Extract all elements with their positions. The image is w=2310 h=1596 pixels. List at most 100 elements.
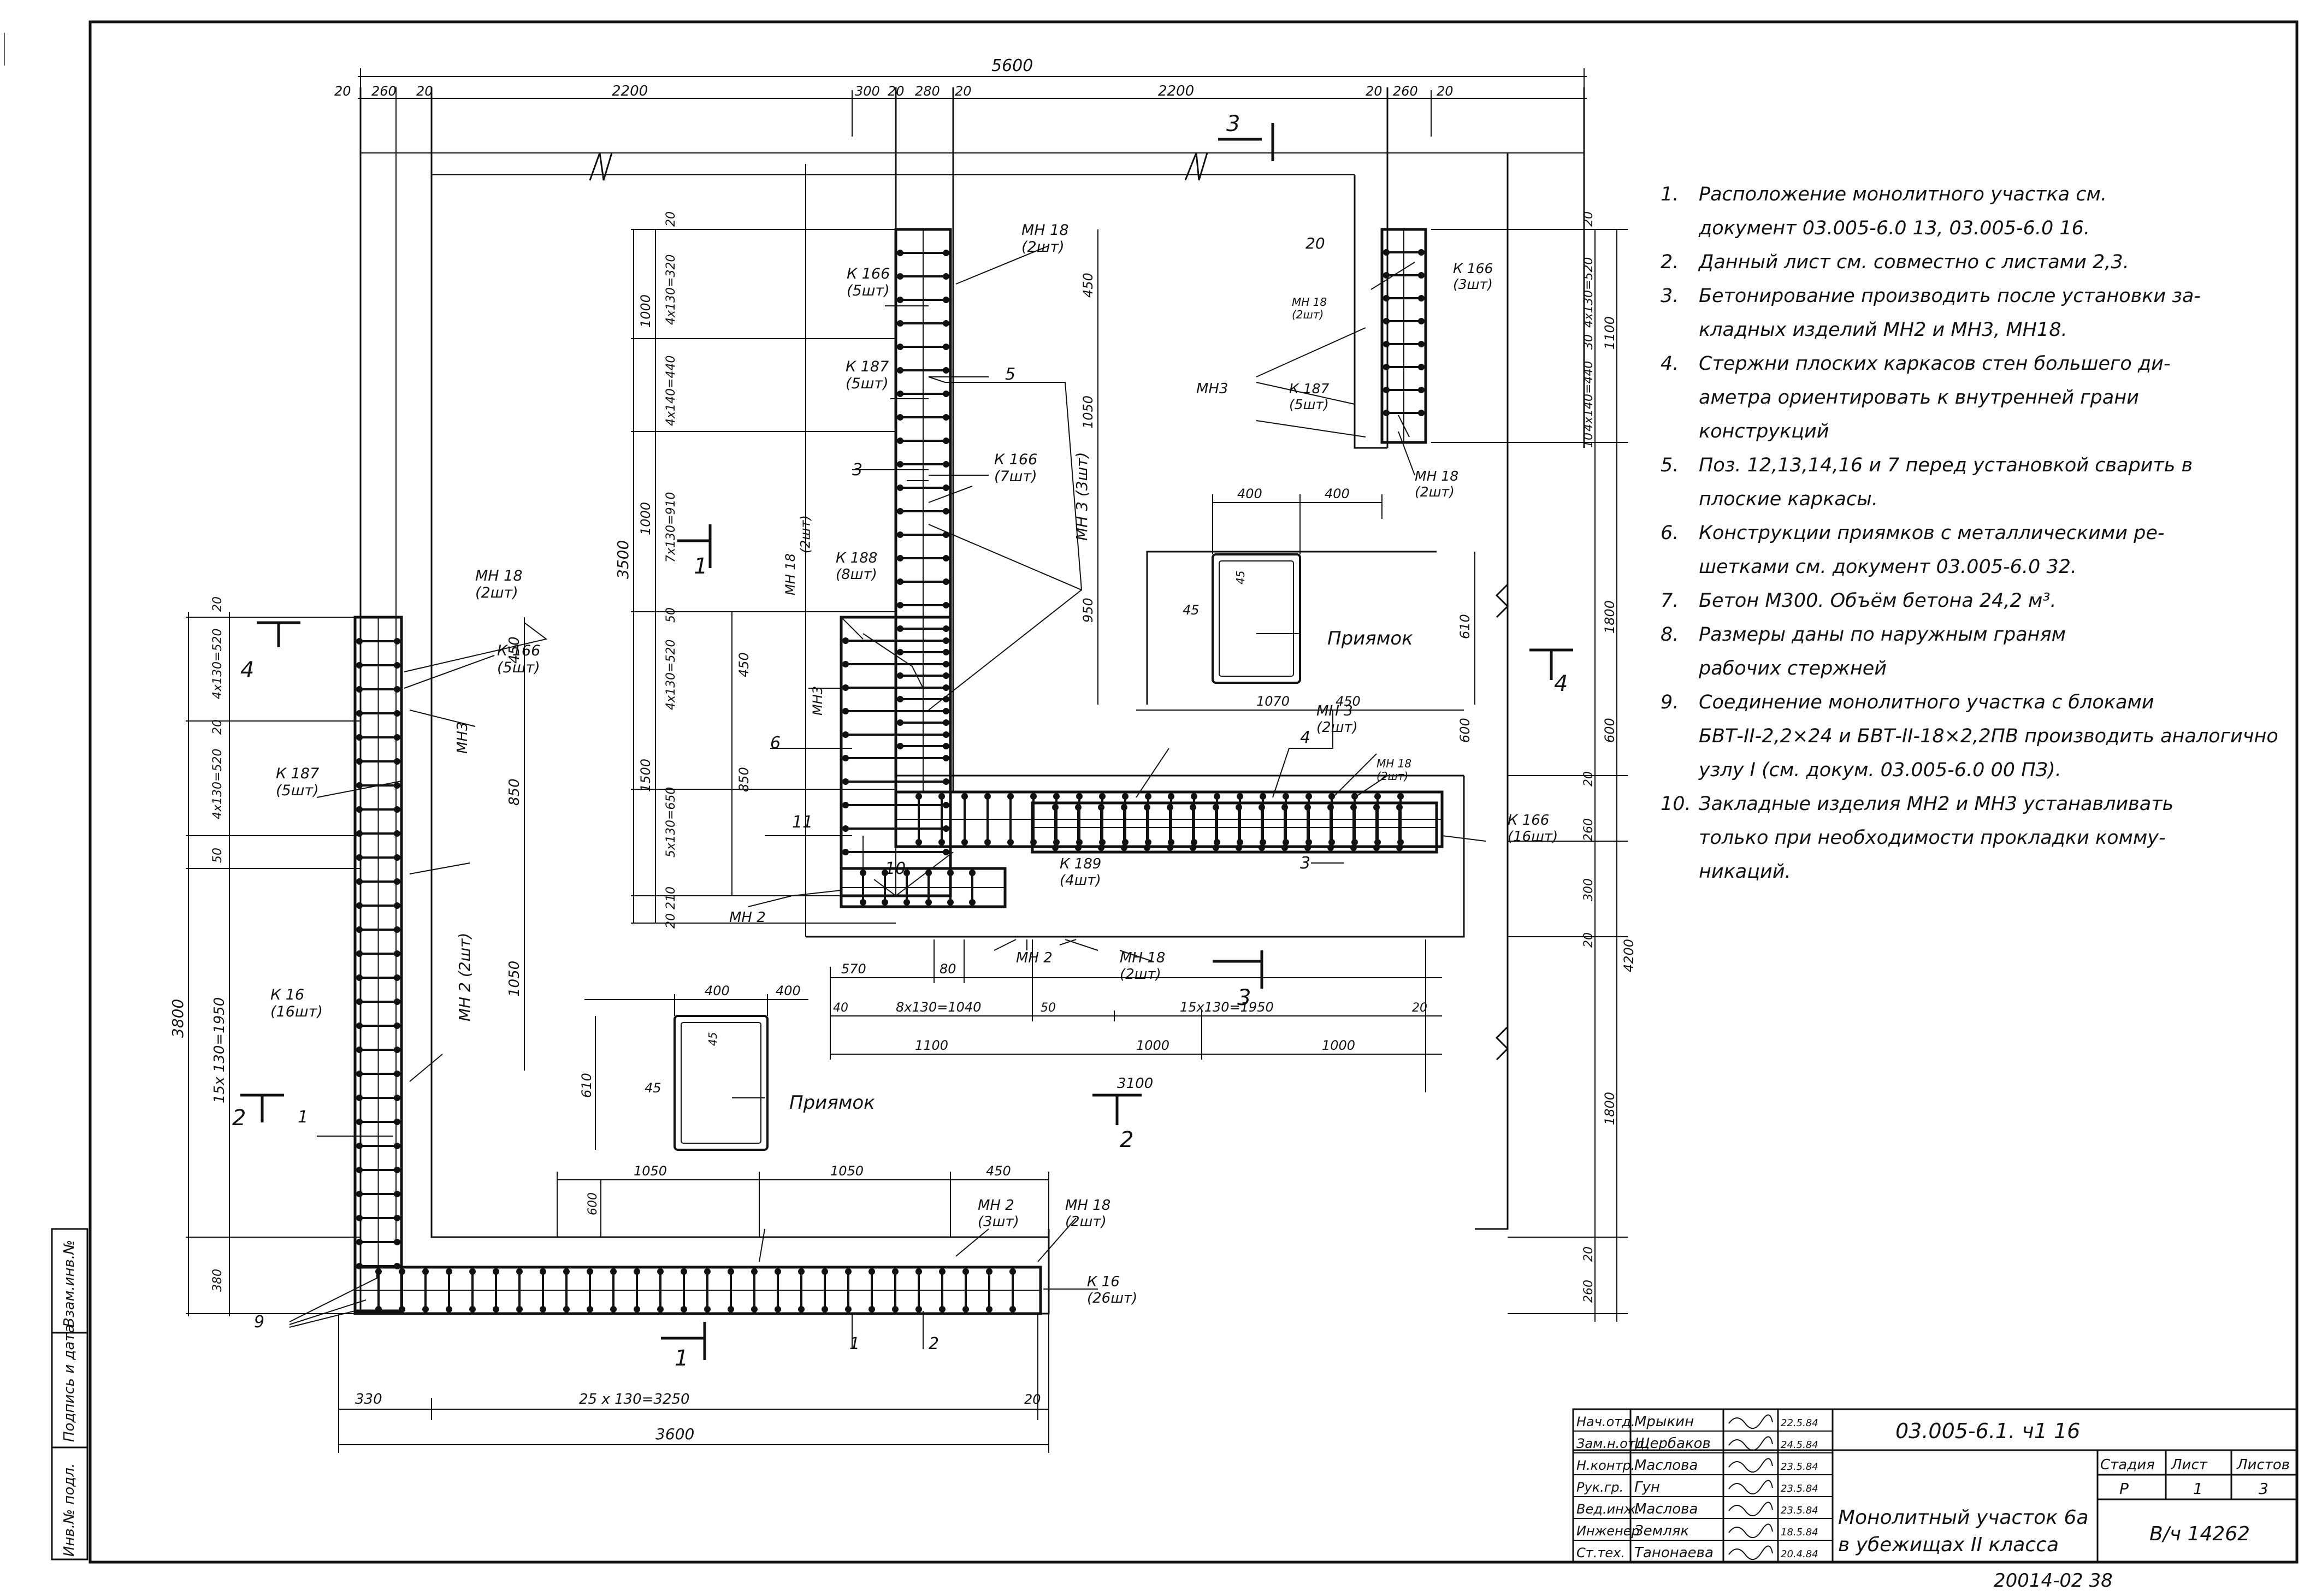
pos-3: 3 bbox=[852, 460, 862, 480]
pits bbox=[673, 553, 1301, 1151]
rebar-dot bbox=[943, 602, 949, 608]
pos-2: 2 bbox=[929, 1334, 939, 1353]
rebar-dot bbox=[897, 625, 903, 632]
dim-top-10: 260 bbox=[1393, 84, 1418, 99]
note-line: 1.Расположение монолитного участка см. bbox=[1661, 178, 2289, 211]
rebar-dot bbox=[943, 367, 949, 374]
rebar-dot bbox=[1350, 844, 1357, 851]
rebar-dot bbox=[394, 902, 400, 909]
signer-name: Танонаева bbox=[1634, 1545, 1714, 1561]
signer-date: 20.4.84 bbox=[1781, 1548, 1818, 1560]
side-label-replace: Взам.инв.№ bbox=[61, 1240, 78, 1327]
rebar-dot bbox=[969, 899, 976, 906]
rebar-dot bbox=[1418, 249, 1425, 256]
note-line: БВТ-II-2,2×24 и БВТ-II-18×2,2ПВ производ… bbox=[1661, 719, 2289, 753]
note-line: 2.Данный лист см. совместно с листами 2,… bbox=[1661, 245, 2289, 279]
dim-mid-seg-3: 4x140=440 bbox=[664, 356, 678, 426]
dim-mid-extra-1: 1050 bbox=[1080, 395, 1096, 429]
dim-mid-extra-3: 450 bbox=[736, 652, 752, 677]
dim-h-8: 1000 bbox=[1136, 1038, 1169, 1053]
rebar-dot bbox=[943, 719, 949, 726]
rebar-dot bbox=[540, 1268, 546, 1275]
rebar-dot bbox=[947, 899, 954, 906]
rebar-dot bbox=[657, 1268, 664, 1275]
rebar-dot bbox=[1383, 387, 1390, 393]
rebar-dot bbox=[897, 367, 903, 374]
note-text: никаций. bbox=[1699, 861, 1791, 883]
note-item: 1.Расположение монолитного участка см.до… bbox=[1661, 178, 2289, 245]
rebar-dot bbox=[943, 802, 949, 808]
dim-pit-e: 1070 bbox=[1256, 694, 1290, 709]
dim-top-4: 300 bbox=[855, 84, 880, 99]
break-marks bbox=[589, 152, 1509, 1061]
rebar-dot bbox=[657, 1306, 664, 1313]
rebar-dot bbox=[356, 734, 363, 741]
rebar-dot bbox=[943, 297, 949, 303]
rebar-dot bbox=[943, 555, 949, 561]
dim-left-extra-2: 1050 bbox=[506, 961, 523, 997]
rebar-dot bbox=[943, 273, 949, 280]
dim-pit-g: 600 bbox=[1457, 718, 1473, 743]
dim-mid-seg-5: 7x130=910 bbox=[664, 492, 678, 563]
rebar-dot bbox=[897, 531, 903, 538]
rebar-dot bbox=[962, 1306, 969, 1313]
dim-pit-f: 450 bbox=[1336, 694, 1361, 709]
dim-mid-extra-4: 850 bbox=[736, 767, 752, 792]
note-item: 4.Стержни плоских каркасов стен большего… bbox=[1661, 347, 2289, 448]
rebar-dot bbox=[1075, 844, 1082, 851]
dim-right-seg-0: 20 bbox=[1582, 211, 1596, 227]
dim-mid-seg-1: 4x130=320 bbox=[664, 255, 678, 325]
signature-mark bbox=[1728, 1458, 1773, 1473]
rebar-dot bbox=[356, 1191, 363, 1197]
rebar-dot bbox=[1350, 804, 1357, 811]
dim-pit2-inner: 45 bbox=[706, 1032, 719, 1046]
note-text: аметра ориентировать к внутренней грани bbox=[1699, 387, 2139, 409]
rebar-dot bbox=[394, 1047, 400, 1053]
dim-bottom-spacing: 25 x 130=3250 bbox=[579, 1391, 690, 1408]
rebar-dot bbox=[681, 1268, 687, 1275]
rebar-dot bbox=[394, 1119, 400, 1125]
dim-right-seg-15: 260 bbox=[1582, 1280, 1596, 1303]
note-text: рабочих стержней bbox=[1699, 658, 1887, 679]
rebar-dot bbox=[394, 878, 400, 885]
label-k187-left: К 187(5шт) bbox=[276, 765, 319, 799]
dim-left-seg-3: 4x130=520 bbox=[211, 749, 224, 819]
note-line: только при необходимости прокладки комму… bbox=[1661, 821, 2289, 855]
rebar-dot bbox=[394, 830, 400, 837]
rebar-dot bbox=[1236, 844, 1242, 851]
rebar-dot bbox=[422, 1306, 429, 1313]
note-number: 10. bbox=[1661, 793, 1691, 815]
rebar-dot bbox=[1121, 844, 1127, 851]
section-1-mid: 1 bbox=[694, 554, 707, 579]
rebar-dot bbox=[587, 1268, 593, 1275]
rebar-dot bbox=[394, 782, 400, 789]
dim-right-seg-7: 20 bbox=[1582, 771, 1596, 787]
dim-left-seg-4: 50 bbox=[211, 848, 224, 863]
rebar-dot bbox=[915, 793, 922, 800]
dim-top-7: 20 bbox=[955, 84, 972, 99]
dim-right-seg-1: 4x130=520 bbox=[1582, 257, 1596, 328]
rebar-dot bbox=[1190, 844, 1196, 851]
rebar-dot bbox=[1144, 844, 1150, 851]
rebar-dot bbox=[356, 758, 363, 765]
dim-h-6: 20 bbox=[1412, 1001, 1427, 1015]
section-markers bbox=[240, 123, 1573, 1360]
label-mn18-right: МН 18(2шт) bbox=[1376, 757, 1411, 783]
rebar-dot bbox=[1327, 804, 1334, 811]
note-text: Бетон М300. Объём бетона 24,2 м³. bbox=[1699, 590, 2057, 612]
rebar-dot bbox=[943, 625, 949, 632]
rebar-dot bbox=[1260, 793, 1266, 800]
section-4-right: 4 bbox=[1554, 671, 1568, 696]
rebar-dot bbox=[356, 1143, 363, 1149]
dim-top-1: 260 bbox=[371, 84, 397, 99]
label-pit-upper: Приямок bbox=[1327, 628, 1413, 649]
rebar-dot bbox=[775, 1306, 781, 1313]
rebar-dot bbox=[943, 649, 949, 655]
dim-right-seg-2: 30 bbox=[1582, 334, 1596, 350]
org-code: В/ч 14262 bbox=[2149, 1523, 2250, 1545]
rebar-dot bbox=[1383, 249, 1390, 256]
label-mn2-b: МН 2 bbox=[1016, 950, 1053, 966]
rebar-dot bbox=[1281, 844, 1288, 851]
rebar-dot bbox=[704, 1268, 711, 1275]
